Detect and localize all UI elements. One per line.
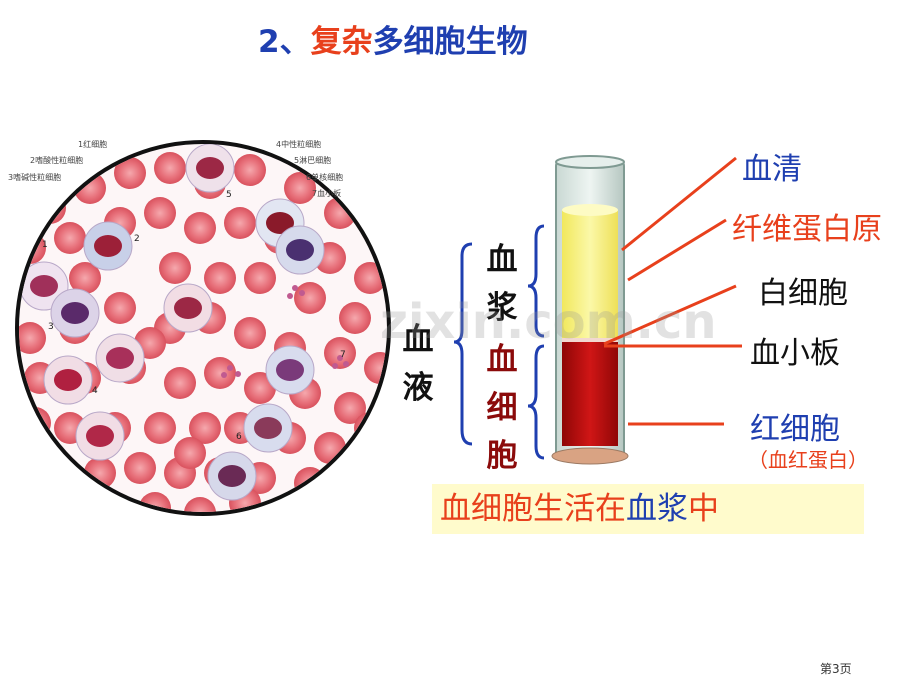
cell-nucleus — [276, 359, 304, 381]
slide-title: 2、复杂多细胞生物 — [258, 16, 528, 61]
cell-number-1: 1 — [42, 240, 48, 250]
rbc-label: 红细胞 — [750, 412, 840, 447]
red-blood-cell — [154, 152, 186, 184]
red-blood-cell — [364, 352, 387, 384]
platelet — [332, 363, 338, 369]
page-number: 第3页 — [820, 662, 852, 676]
cell-number-5: 5 — [226, 190, 232, 200]
cell-nucleus — [30, 275, 58, 297]
platelet — [227, 365, 233, 371]
red-blood-cell — [234, 154, 266, 186]
red-blood-cell — [339, 302, 371, 334]
summary-part2: 血浆 — [626, 491, 688, 527]
red-blood-cell — [224, 207, 256, 239]
red-blood-cell — [114, 157, 146, 189]
platelet — [221, 372, 227, 378]
red-blood-cell — [174, 437, 206, 469]
red-blood-cell — [184, 212, 216, 244]
legend-6: 6单核细胞 — [306, 173, 344, 182]
red-blood-cell — [204, 357, 236, 389]
red-blood-cell — [334, 392, 366, 424]
hemoglobin-label: （血红蛋白） — [748, 448, 868, 472]
red-blood-cell — [324, 337, 356, 369]
red-blood-cell — [19, 322, 46, 354]
red-blood-cell — [184, 497, 216, 512]
cell-nucleus — [54, 369, 82, 391]
blood-label: 血 液 — [400, 316, 436, 412]
title-prefix: 2、 — [258, 24, 311, 60]
red-blood-cell — [144, 412, 176, 444]
cell-number-7: 7 — [340, 350, 346, 360]
red-blood-cell — [284, 172, 316, 204]
blood-cells-label: 血 细 胞 — [484, 336, 520, 480]
red-blood-cell — [69, 262, 101, 294]
serum-label: 血清 — [742, 152, 802, 187]
plasma-label: 血 浆 — [484, 236, 520, 332]
platelet — [235, 371, 241, 377]
legend-1: 1红细胞 — [78, 140, 108, 149]
cell-number-2: 2 — [134, 234, 140, 244]
cell-nucleus — [106, 347, 134, 369]
blood-smear-micrograph — [15, 140, 391, 516]
red-blood-cell — [189, 412, 221, 444]
title-highlight: 复杂 — [310, 24, 373, 60]
cell-nucleus — [218, 465, 246, 487]
platelet — [337, 355, 343, 361]
watermark: zixin.com.cn — [380, 294, 717, 350]
legend-5: 5淋巴细胞 — [294, 156, 332, 165]
cells-char-3: 胞 — [486, 438, 518, 474]
summary-part1: 血细胞生活在 — [440, 491, 626, 527]
plasma-char-1: 血 — [486, 242, 518, 278]
cells-char-1: 血 — [486, 342, 518, 378]
red-blood-cell — [204, 262, 236, 294]
cell-number-6: 6 — [236, 432, 242, 442]
cells-char-2: 细 — [486, 390, 518, 426]
cell-nucleus — [61, 302, 89, 324]
legend-3: 3嗜碱性粒细胞 — [8, 173, 62, 182]
title-rest: 多细胞生物 — [372, 24, 528, 60]
legend-7: 7血小板 — [312, 189, 342, 198]
red-blood-cell — [54, 222, 86, 254]
red-blood-cell — [124, 452, 156, 484]
red-blood-cell — [164, 367, 196, 399]
platelet — [287, 293, 293, 299]
red-blood-cell — [104, 292, 136, 324]
platelet-label: 血小板 — [750, 336, 840, 371]
legend-2: 2嗜酸性粒细胞 — [30, 156, 84, 165]
cell-number-3: 3 — [48, 322, 54, 332]
red-blood-cell — [244, 262, 276, 294]
fibrinogen-label: 纤维蛋白原 — [732, 212, 882, 247]
legend-4: 4中性粒细胞 — [276, 140, 322, 149]
red-blood-cell — [234, 317, 266, 349]
platelet — [292, 285, 298, 291]
summary-box: 血细胞生活在血浆中 — [432, 484, 864, 534]
blood-char-1: 血 — [402, 322, 434, 358]
platelet — [343, 361, 349, 367]
wbc-label: 白细胞 — [758, 276, 848, 311]
cell-nucleus — [196, 157, 224, 179]
red-blood-cell — [144, 197, 176, 229]
blood-char-2: 液 — [402, 370, 434, 406]
cell-nucleus — [266, 212, 294, 234]
red-blood-cell — [159, 252, 191, 284]
cell-nucleus — [286, 239, 314, 261]
cell-nucleus — [94, 235, 122, 257]
cell-nucleus — [254, 417, 282, 439]
test-tube — [551, 155, 629, 465]
summary-part3: 中 — [688, 491, 719, 527]
platelet — [299, 290, 305, 296]
cell-nucleus — [174, 297, 202, 319]
cell-nucleus — [86, 425, 114, 447]
plasma-char-2: 浆 — [486, 290, 518, 326]
cell-number-4: 4 — [92, 386, 98, 396]
